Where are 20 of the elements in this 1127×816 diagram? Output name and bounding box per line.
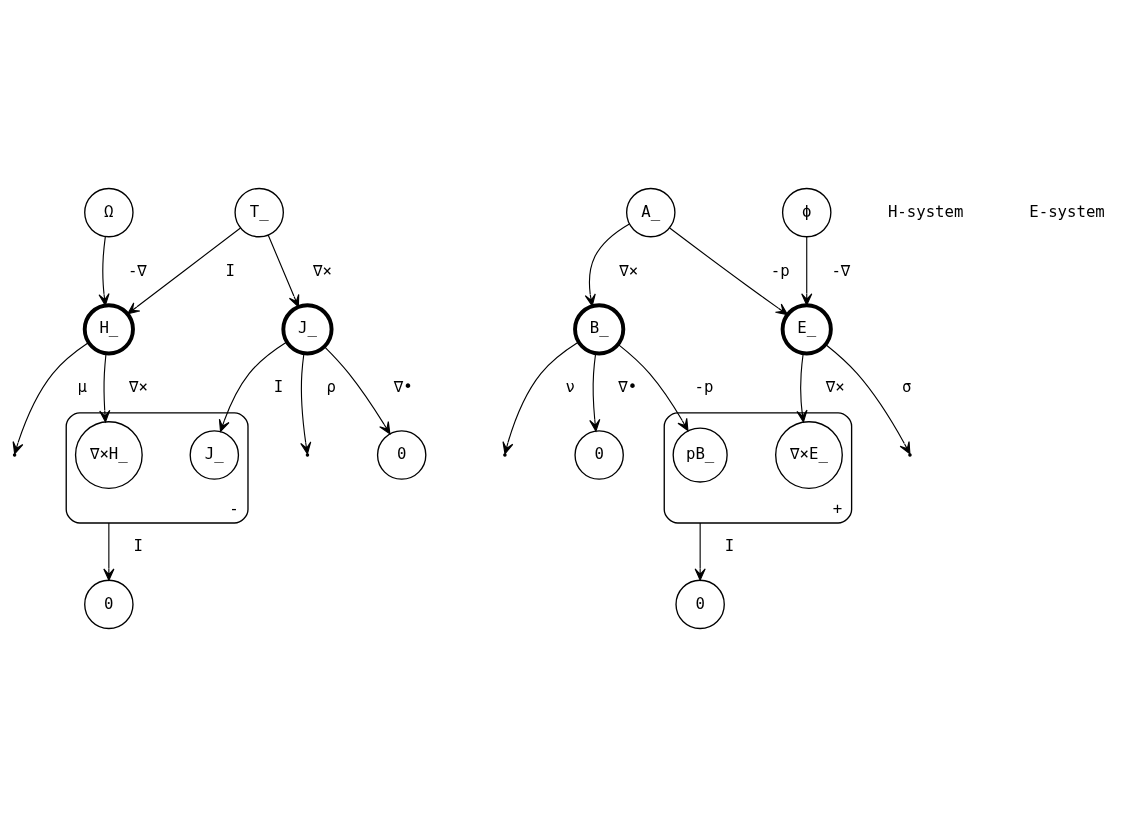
edge-label: ∇• bbox=[393, 376, 413, 396]
edge-label: ∇• bbox=[618, 376, 638, 396]
edge-label: ρ bbox=[326, 376, 336, 396]
edge-label: I bbox=[273, 376, 284, 396]
edge-label: -p bbox=[694, 376, 714, 396]
edge-label: I bbox=[225, 260, 235, 280]
edge-label: -∇ bbox=[831, 260, 851, 280]
edge-label: ∇× bbox=[619, 260, 639, 280]
edge-label: σ bbox=[902, 376, 912, 396]
edge-label: ∇× bbox=[313, 260, 332, 280]
edge-label: ∇× bbox=[825, 376, 845, 396]
edge-label: ν bbox=[565, 376, 575, 396]
edge-label: I bbox=[133, 535, 143, 555]
edge-label: μ bbox=[77, 376, 87, 396]
edge-label: I bbox=[724, 535, 735, 555]
edge-label: ∇× bbox=[129, 376, 148, 396]
edge-label: -∇ bbox=[127, 260, 147, 280]
edge-label: -p bbox=[770, 260, 790, 280]
label: E-system bbox=[1029, 201, 1105, 221]
label: H-system bbox=[887, 201, 964, 221]
